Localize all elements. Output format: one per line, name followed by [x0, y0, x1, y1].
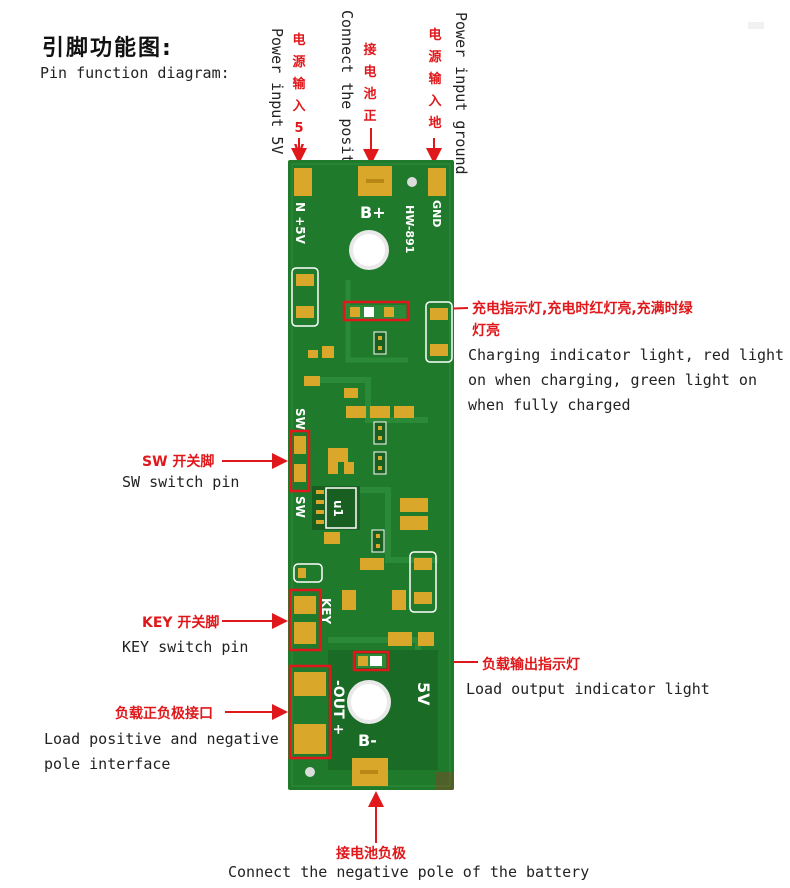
sw-pin-label-cn: SW 开关脚 — [142, 454, 215, 470]
gnd-label-en: Power input ground — [452, 12, 470, 175]
load-led-highlight — [352, 650, 390, 672]
corner-mark — [748, 22, 764, 29]
charging-led-highlight — [342, 300, 410, 322]
sw-pin-desc: SW switch pin — [122, 473, 240, 491]
charging-indicator-desc-2: on when charging, green light on — [468, 371, 757, 389]
board-label-5v-out: 5V — [414, 682, 433, 706]
load-output-indicator-desc: Load output indicator light — [466, 680, 710, 698]
pad-gnd — [428, 168, 446, 196]
ic-u1 — [325, 487, 357, 529]
charging-indicator-desc-3: when fully charged — [468, 396, 631, 414]
gnd-label-cn: 电源输入地 — [428, 28, 442, 131]
power-5v-label-en: Power input 5V — [268, 28, 286, 155]
load-interface-desc-2: pole interface — [44, 755, 171, 773]
battery-pos-label-cn: 接电池正 — [363, 43, 377, 124]
key-pin-desc: KEY switch pin — [122, 638, 249, 656]
board-label-sw-top: SW — [293, 408, 307, 430]
load-output-indicator-label-cn: 负载输出指示灯 — [482, 657, 580, 673]
charging-indicator-label-cn: 充电指示灯,充电时红灯亮,充满时绿 — [472, 301, 693, 317]
board-label-sw-bottom: SW — [293, 496, 307, 518]
battery-neg-desc: Connect the negative pole of the battery — [228, 863, 590, 881]
charging-indicator-label-cn-2: 灯亮 — [472, 323, 500, 339]
load-interface-highlight — [288, 664, 332, 760]
board-label-key: KEY — [319, 598, 333, 624]
board-label-bplus: B+ — [360, 203, 386, 222]
board-label-out: -OUT + — [330, 680, 346, 735]
pcb-board: N +5V B+ HW-891 GND SW SW u1 — [288, 160, 454, 790]
sw-pin-highlight — [289, 429, 311, 493]
board-label-gnd: GND — [430, 200, 443, 227]
board-label-bminus: B- — [358, 731, 377, 750]
board-label-model: HW-891 — [403, 205, 416, 253]
pad-5v — [294, 168, 312, 196]
board-label-chip: u1 — [331, 500, 345, 517]
key-pin-highlight — [288, 588, 322, 652]
page-title-cn: 引脚功能图: — [42, 36, 173, 61]
power-5v-label-cn: 电源输入5V — [292, 33, 306, 158]
board-label-5v-in: N +5V — [293, 202, 307, 245]
load-interface-label-cn: 负载正负极接口 — [115, 706, 213, 722]
page-title-en: Pin function diagram: — [40, 64, 230, 82]
load-interface-desc-1: Load positive and negative — [44, 730, 279, 748]
charging-indicator-desc-1: Charging indicator light, red light — [468, 346, 785, 364]
key-pin-label-cn: KEY 开关脚 — [142, 615, 220, 631]
battery-neg-label-cn: 接电池负极 — [336, 846, 406, 862]
